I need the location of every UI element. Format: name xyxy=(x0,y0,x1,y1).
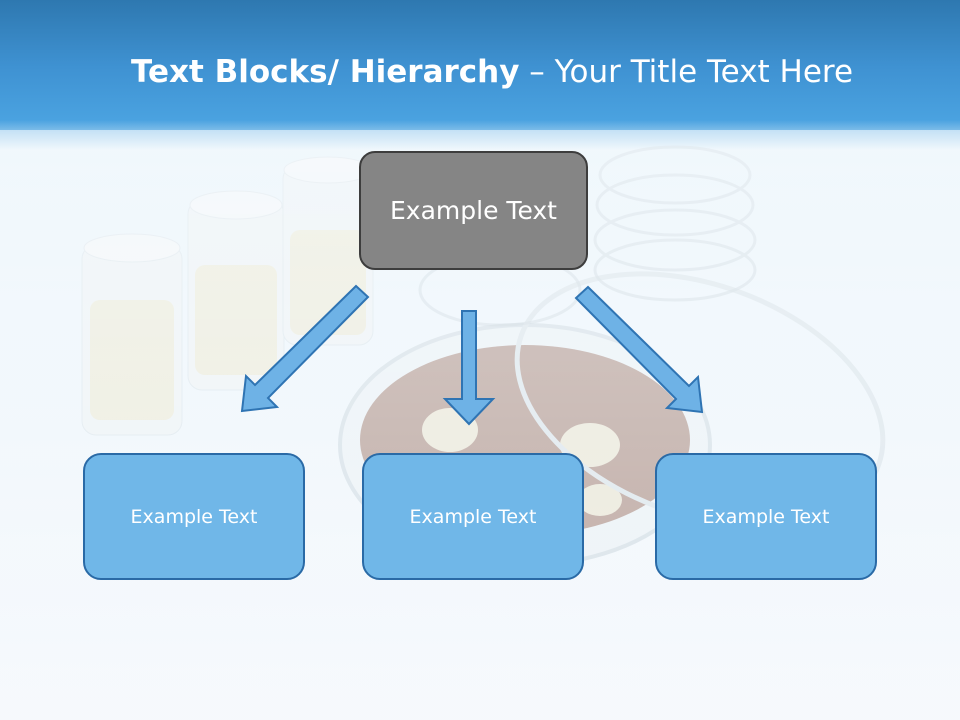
child-block-label: Example Text xyxy=(130,505,258,528)
child-block-right: Example Text xyxy=(655,453,877,580)
arrow-left xyxy=(240,284,370,413)
title-bar xyxy=(0,0,960,150)
title-bold-part: Text Blocks/ Hierarchy xyxy=(130,54,520,90)
child-block-label: Example Text xyxy=(702,505,830,528)
child-block-left: Example Text xyxy=(83,453,305,580)
slide-title: Text Blocks/ Hierarchy – Your Title Text… xyxy=(0,54,960,90)
title-dash: – xyxy=(519,54,555,90)
top-level-block-label: Example Text xyxy=(390,196,557,225)
child-block-label: Example Text xyxy=(409,505,537,528)
arrow-center xyxy=(442,310,496,426)
arrow-right xyxy=(574,285,704,414)
child-block-center: Example Text xyxy=(362,453,584,580)
title-rest-part: Your Title Text Here xyxy=(554,54,854,90)
top-level-block: Example Text xyxy=(359,151,588,270)
